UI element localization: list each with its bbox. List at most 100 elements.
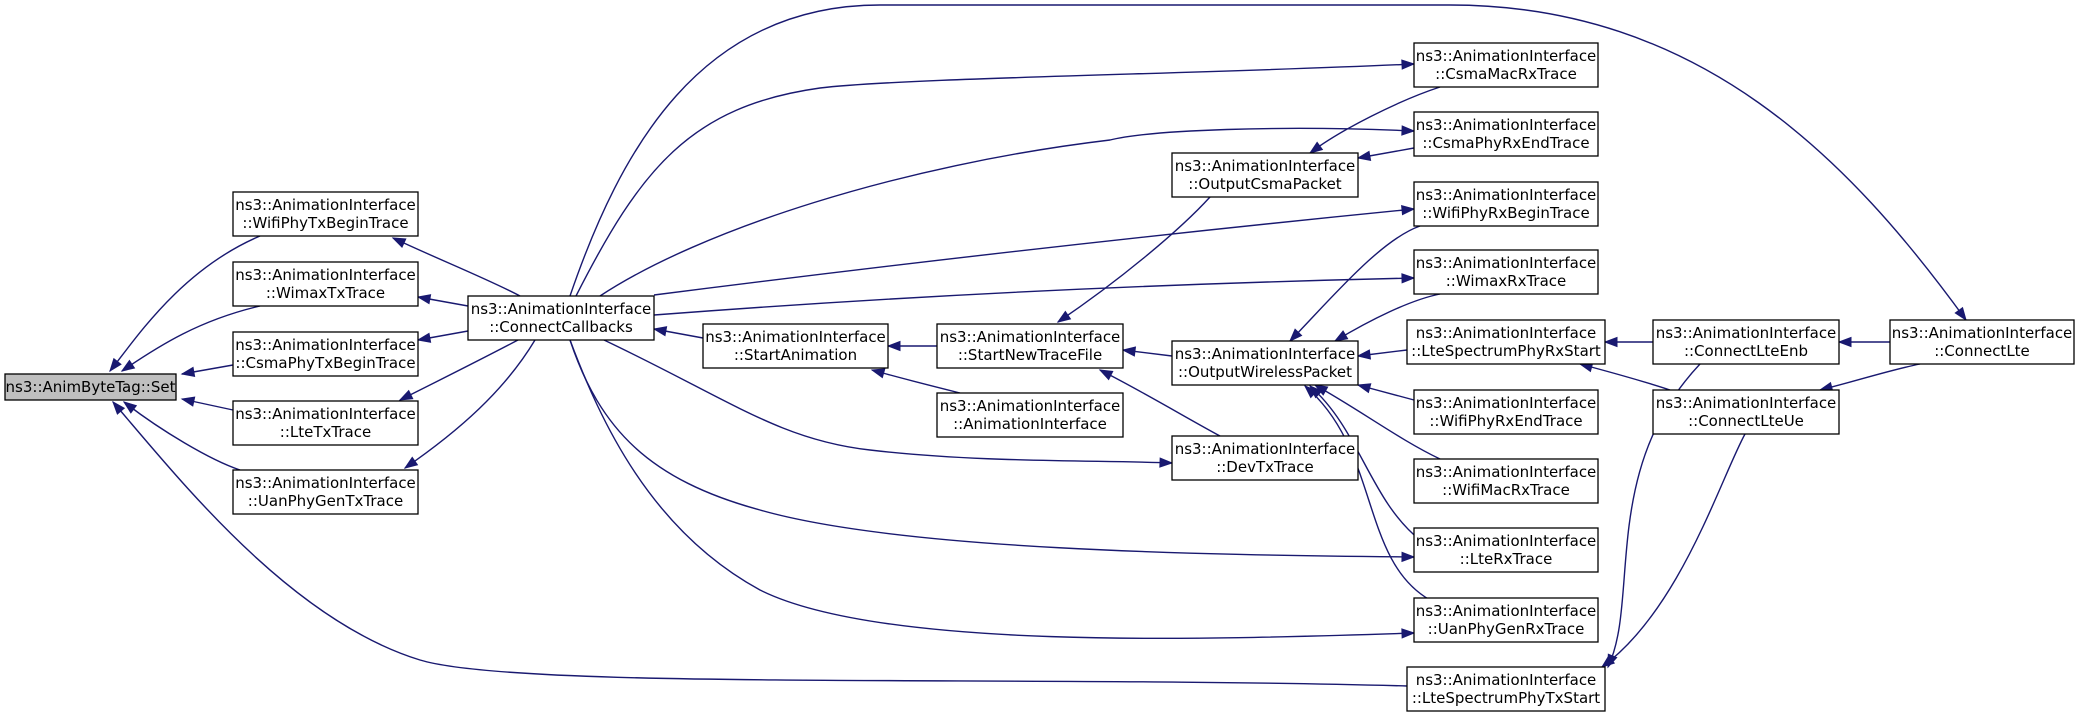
node-label-method: ::LteSpectrumPhyTxStart (1412, 689, 1600, 707)
edge-line (392, 237, 521, 297)
node-box (232, 400, 419, 446)
node-box (1171, 340, 1359, 386)
edge-csmaphytxbegin-to-set (180, 364, 234, 377)
node-wimaxrx[interactable]: ns3::AnimationInterface::WimaxRxTrace (1413, 249, 1599, 295)
edge-connectcallbacks-to-wimaxtx (416, 294, 469, 307)
node-label-namespace: ns3::AnimationInterface (1416, 47, 1597, 65)
edge-line (599, 127, 1415, 297)
edge-line (404, 339, 536, 469)
node-label-namespace: ns3::AnimationInterface (705, 328, 886, 346)
node-label-namespace: ns3::AnimationInterface (940, 328, 1121, 346)
node-label-method: ::OutputWirelessPacket (1178, 363, 1352, 381)
node-box (1413, 597, 1599, 643)
node-label-namespace: ns3::AnimationInterface (1175, 440, 1356, 458)
edge-connectlteue-to-ltespectrumphyrxstart (1578, 362, 1671, 391)
node-connectlteenb[interactable]: ns3::AnimationInterface::ConnectLteEnb (1652, 319, 1840, 365)
node-label-method: ::WimaxTxTrace (266, 284, 385, 302)
edge-connectcallbacks-to-wimaxrx (653, 273, 1416, 316)
node-label-namespace: ns3::AnimationInterface (471, 300, 652, 318)
node-uanphygentx[interactable]: ns3::AnimationInterface::UanPhyGenTxTrac… (232, 469, 419, 515)
edge-connectlte-to-connectcallbacks (569, 4, 1967, 322)
edge-line (1309, 385, 1421, 541)
edge-arrowhead (1356, 349, 1372, 360)
node-connectlte[interactable]: ns3::AnimationInterface::ConnectLte (1889, 319, 2075, 365)
node-label-namespace: ns3::AnimationInterface (1416, 602, 1597, 620)
node-outputcsmapacket[interactable]: ns3::AnimationInterface::OutputCsmaPacke… (1171, 152, 1359, 198)
edge-connectcallbacks-to-ltetx (398, 339, 519, 401)
edge-devtx-to-startnewtracefile (1098, 369, 1221, 437)
edge-csmamacrx-to-outputcsmapacket (1308, 86, 1441, 154)
node-ltespectrumphytxstart[interactable]: ns3::AnimationInterface::LteSpectrumPhyT… (1406, 666, 1606, 712)
edge-arrowhead (1303, 385, 1318, 399)
node-label-namespace: ns3::AnimByteTag::Set (6, 378, 176, 396)
node-startanimation[interactable]: ns3::AnimationInterface::StartAnimation (702, 323, 889, 369)
edge-arrowhead (109, 357, 122, 373)
edge-connectlteenb-to-ltespectrumphyrxstart (1603, 336, 1653, 348)
node-label-method: ::WifiPhyRxEndTrace (1429, 412, 1582, 430)
node-ltespectrumphyrxstart[interactable]: ns3::AnimationInterface::LteSpectrumPhyR… (1406, 319, 1606, 365)
node-label-method: ::ConnectLteEnb (1684, 342, 1808, 360)
node-csmaphytxbegin[interactable]: ns3::AnimationInterface::CsmaPhyTxBeginT… (232, 331, 419, 377)
node-label-namespace: ns3::AnimationInterface (1175, 345, 1356, 363)
edge-arrowhead (120, 359, 136, 372)
node-box (1652, 389, 1840, 435)
node-box (1406, 319, 1606, 365)
edge-line (569, 339, 1415, 640)
node-wifiphyrxbegin[interactable]: ns3::AnimationInterface::WifiPhyRxBeginT… (1413, 181, 1599, 227)
edge-arrowhead (652, 326, 668, 337)
node-label-method: ::CsmaPhyRxEndTrace (1422, 134, 1589, 152)
node-animationinterface[interactable]: ns3::AnimationInterface::AnimationInterf… (936, 392, 1124, 438)
edge-line (653, 277, 1415, 316)
edge-line (1309, 86, 1441, 154)
node-label-method: ::OutputCsmaPacket (1188, 175, 1341, 193)
node-wifimacrx[interactable]: ns3::AnimationInterface::WifiMacRxTrace (1413, 458, 1599, 504)
edge-connectcallbacks-to-wifiphyrxbegin (653, 205, 1416, 296)
node-set: ns3::AnimByteTag::Set (4, 373, 177, 401)
edge-outputwirelesspacket-to-startnewtracefile (1121, 346, 1173, 357)
node-wimaxtx[interactable]: ns3::AnimationInterface::WimaxTxTrace (232, 261, 419, 307)
node-connectcallbacks[interactable]: ns3::AnimationInterface::ConnectCallback… (467, 295, 655, 341)
node-label-namespace: ns3::AnimationInterface (1175, 157, 1356, 175)
edge-outputcsmapacket-to-startnewtracefile (1056, 196, 1211, 323)
edge-ltespectrumphytxstart-to-set (112, 400, 1408, 687)
node-label-method: ::StartAnimation (734, 346, 857, 364)
edge-wimaxrx-to-outputwirelesspacket (1333, 293, 1441, 342)
node-box (232, 469, 419, 515)
edge-line (112, 401, 1408, 687)
edge-arrowhead (416, 332, 432, 343)
edge-arrowhead (1333, 330, 1349, 342)
edge-connectcallbacks-to-csmamacrx (575, 59, 1416, 297)
edge-arrowhead (398, 389, 414, 401)
node-csmamacrx[interactable]: ns3::AnimationInterface::CsmaMacRxTrace (1413, 42, 1599, 88)
node-label-namespace: ns3::AnimationInterface (235, 266, 416, 284)
edge-connectcallbacks-to-lterx (569, 339, 1416, 563)
node-label-method: ::UanPhyGenTxTrace (248, 492, 403, 510)
node-startnewtracefile[interactable]: ns3::AnimationInterface::StartNewTraceFi… (936, 323, 1124, 369)
node-csmaphyrxend[interactable]: ns3::AnimationInterface::CsmaPhyRxEndTra… (1413, 111, 1599, 157)
edge-wifiphyrxend-to-outputwirelesspacket (1356, 383, 1415, 401)
edge-arrowhead (416, 294, 432, 305)
node-connectlteue[interactable]: ns3::AnimationInterface::ConnectLteUe (1652, 389, 1840, 435)
node-label-method: ::LteSpectrumPhyRxStart (1411, 342, 1601, 360)
node-label-namespace: ns3::AnimationInterface (1892, 324, 2073, 342)
node-box (1413, 249, 1599, 295)
edge-arrowhead (1600, 655, 1616, 668)
node-lterx[interactable]: ns3::AnimationInterface::LteRxTrace (1413, 527, 1599, 573)
node-ltetx[interactable]: ns3::AnimationInterface::LteTxTrace (232, 400, 419, 446)
node-box (1406, 666, 1606, 712)
edge-arrowhead (1308, 141, 1324, 154)
node-box (232, 261, 419, 307)
node-label-method: ::AnimationInterface (953, 415, 1107, 433)
node-wifiphyrxend[interactable]: ns3::AnimationInterface::WifiPhyRxEndTra… (1413, 389, 1599, 435)
node-label-method: ::DevTxTrace (1216, 458, 1314, 476)
edge-csmaphyrxend-to-outputcsmapacket (1356, 147, 1415, 161)
edge-startanimation-to-connectcallbacks (652, 326, 704, 339)
edge-uanphygentx-to-set (122, 401, 241, 471)
node-box (1413, 458, 1599, 504)
node-uanphygenrx[interactable]: ns3::AnimationInterface::UanPhyGenRxTrac… (1413, 597, 1599, 643)
node-label-namespace: ns3::AnimationInterface (940, 397, 1121, 415)
node-devtx[interactable]: ns3::AnimationInterface::DevTxTrace (1171, 435, 1359, 481)
node-outputwirelesspacket[interactable]: ns3::AnimationInterface::OutputWirelessP… (1171, 340, 1359, 386)
node-wifiphytxbegin[interactable]: ns3::AnimationInterface::WifiPhyTxBeginT… (232, 191, 419, 237)
